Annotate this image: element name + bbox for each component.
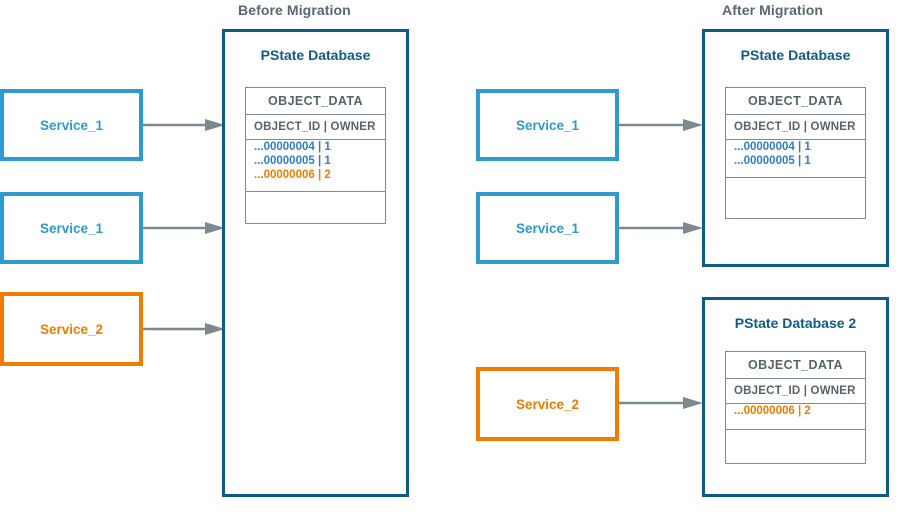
- table-data-row: ...00000006 | 2: [726, 404, 865, 430]
- arrow-after-1: [619, 119, 703, 131]
- table-name-row: OBJECT_DATA: [726, 352, 865, 379]
- table-data-line: ...00000005 | 1: [254, 155, 331, 167]
- service-label: Service_2: [515, 396, 580, 412]
- service-label: Service_2: [39, 321, 104, 337]
- table-name-row: OBJECT_DATA: [246, 88, 385, 115]
- table-empty-row: [246, 192, 385, 223]
- service-box-before-2[interactable]: Service_1: [0, 192, 143, 264]
- database-title: PState Database 2: [734, 315, 857, 331]
- table-column-header-row: OBJECT_ID | OWNER: [246, 115, 385, 140]
- service-box-after-3[interactable]: Service_2: [476, 367, 619, 441]
- object-data-table-after-1: OBJECT_DATA OBJECT_ID | OWNER ...0000000…: [725, 87, 866, 219]
- service-label: Service_1: [39, 117, 104, 133]
- after-migration-caption: After Migration: [722, 2, 824, 18]
- table-name-row: OBJECT_DATA: [726, 88, 865, 115]
- service-box-before-1[interactable]: Service_1: [0, 89, 143, 161]
- service-label: Service_1: [39, 220, 104, 236]
- arrow-after-3: [619, 397, 703, 409]
- object-data-table-before: OBJECT_DATA OBJECT_ID | OWNER ...0000000…: [245, 87, 386, 224]
- database-title: PState Database: [740, 47, 851, 63]
- arrow-before-2: [143, 222, 225, 234]
- database-title: PState Database: [260, 47, 371, 63]
- table-empty-row: [726, 178, 865, 218]
- table-column-header-row: OBJECT_ID | OWNER: [726, 379, 865, 404]
- table-data-line: ...00000004 | 1: [254, 141, 331, 153]
- arrow-after-2: [619, 222, 703, 234]
- table-data-line: ...00000006 | 2: [254, 169, 331, 181]
- before-migration-caption: Before Migration: [238, 2, 351, 18]
- arrow-before-1: [143, 119, 225, 131]
- table-empty-row: [726, 430, 865, 463]
- table-data-row: ...00000004 | 1 ...00000005 | 1 ...00000…: [246, 140, 385, 192]
- table-data-line: ...00000005 | 1: [734, 155, 811, 167]
- table-data-line: ...00000004 | 1: [734, 141, 811, 153]
- object-data-table-after-2: OBJECT_DATA OBJECT_ID | OWNER ...0000000…: [725, 351, 866, 464]
- table-data-row: ...00000004 | 1 ...00000005 | 1: [726, 140, 865, 178]
- service-box-before-3[interactable]: Service_2: [0, 292, 143, 366]
- service-box-after-1[interactable]: Service_1: [476, 89, 619, 161]
- service-box-after-2[interactable]: Service_1: [476, 192, 619, 264]
- table-column-header-row: OBJECT_ID | OWNER: [726, 115, 865, 140]
- table-data-line: ...00000006 | 2: [734, 405, 811, 417]
- service-label: Service_1: [515, 220, 580, 236]
- service-label: Service_1: [515, 117, 580, 133]
- arrow-before-3: [143, 323, 225, 335]
